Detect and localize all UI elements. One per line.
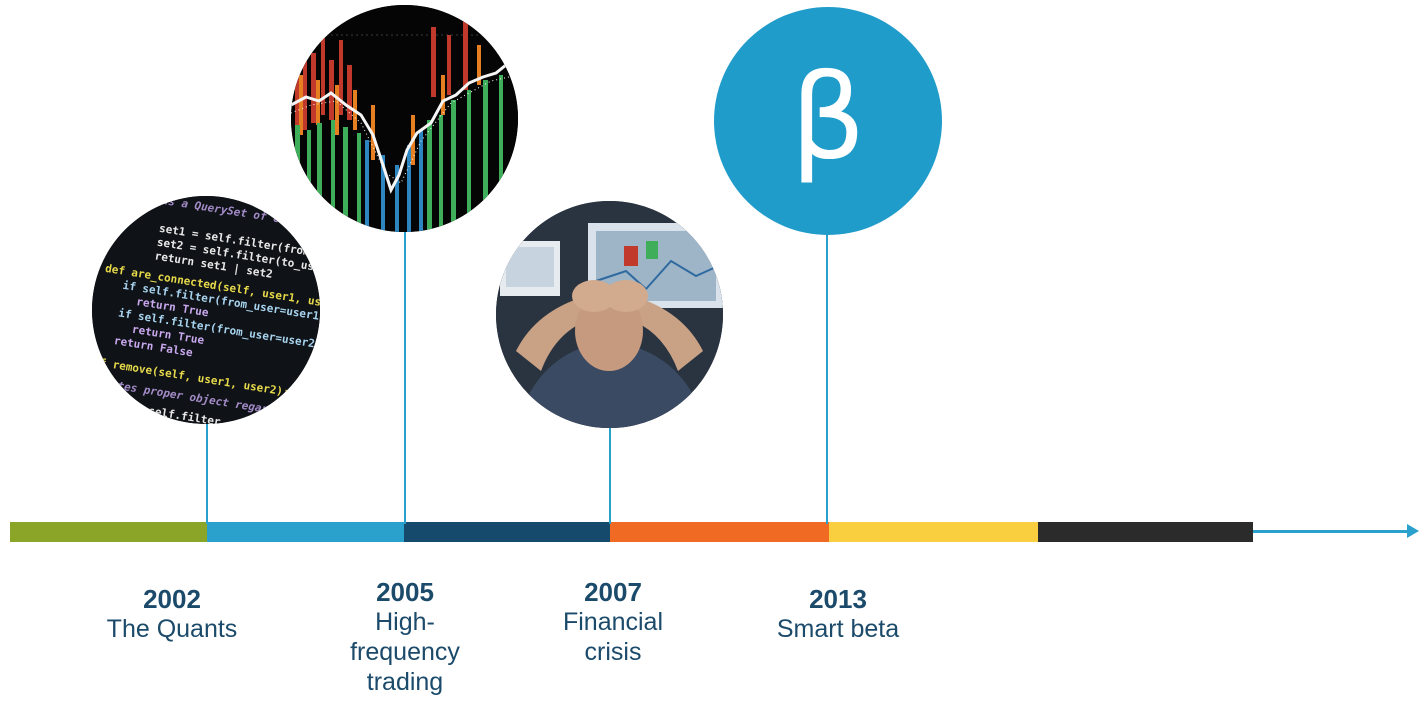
event-description: Financial crisis bbox=[562, 608, 664, 666]
event-description: The Quants bbox=[106, 615, 238, 643]
event-description: High- frequency trading bbox=[350, 608, 460, 696]
code-screen-icon: urns a QuerySet of conn set1 = self.filt… bbox=[92, 196, 320, 424]
beta-symbol-icon: β bbox=[714, 7, 942, 235]
timeline-segment-2 bbox=[207, 522, 404, 542]
connector-2005 bbox=[404, 225, 406, 524]
stressed-trader-icon bbox=[496, 201, 723, 428]
timeline-arrow-line bbox=[1253, 530, 1411, 533]
beta-symbol: β bbox=[790, 48, 866, 186]
timeline-arrow-head-icon bbox=[1407, 524, 1419, 538]
event-label-2013: 2013 Smart beta bbox=[756, 584, 920, 644]
event-label-2007: 2007 Financial crisis bbox=[548, 577, 678, 667]
timeline-segment-3 bbox=[404, 522, 610, 542]
event-description: Smart beta bbox=[776, 615, 900, 643]
timeline-segment-6 bbox=[1038, 522, 1253, 542]
event-year: 2013 bbox=[809, 584, 867, 614]
event-label-2002: 2002 The Quants bbox=[102, 584, 242, 644]
timeline-segment-1 bbox=[10, 522, 207, 542]
event-year: 2007 bbox=[584, 577, 642, 607]
connector-2002 bbox=[206, 420, 208, 524]
timeline-segment-4 bbox=[610, 522, 829, 542]
connector-2013 bbox=[826, 230, 828, 524]
stock-chart-icon bbox=[291, 5, 518, 232]
timeline-segment-5 bbox=[829, 522, 1038, 542]
event-label-2005: 2005 High- frequency trading bbox=[340, 577, 470, 697]
event-year: 2002 bbox=[143, 584, 201, 614]
event-year: 2005 bbox=[376, 577, 434, 607]
connector-2007 bbox=[609, 420, 611, 524]
